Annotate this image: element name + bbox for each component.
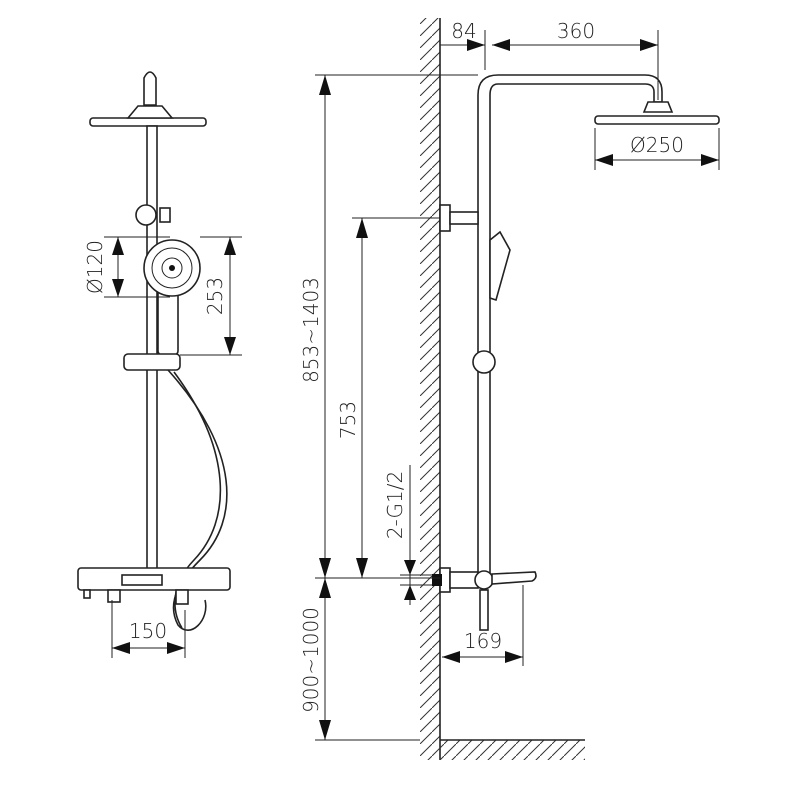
mixer-valve	[474, 570, 494, 590]
head-neck	[642, 101, 674, 113]
floor-hatching	[420, 740, 585, 760]
shower-head-stem	[143, 71, 157, 106]
dim-bracket-height: 753	[336, 401, 360, 439]
shower-head	[89, 117, 207, 127]
dim-wall-offset: 84	[451, 19, 476, 43]
shower-head-side	[594, 115, 720, 125]
dim-inlet-thread: 2-G1/2	[383, 471, 407, 539]
side-view: 84 360 Ø250 853~1403 753 2-G1/2	[299, 18, 720, 760]
outlet-pipe	[479, 589, 489, 631]
dim-total-height: 853~1403	[299, 277, 323, 383]
wall-bracket	[135, 204, 157, 226]
dim-arm-length: 360	[557, 19, 595, 43]
inlet-left	[107, 589, 121, 603]
spout	[491, 571, 537, 585]
dim-handset-diameter: Ø120	[83, 240, 107, 294]
bracket-arm	[449, 211, 479, 225]
riser-rod	[146, 125, 158, 571]
inlet-elbow	[449, 571, 479, 589]
shower-head-neck	[126, 105, 174, 119]
slider-side	[472, 350, 496, 374]
mixer-shelf	[121, 574, 163, 586]
dim-spout-length: 169	[464, 629, 502, 653]
dim-mount-height: 900~1000	[299, 607, 323, 713]
mixer-knob	[83, 589, 91, 599]
handset-side	[489, 230, 511, 302]
wall-hatching	[420, 18, 440, 740]
slider	[123, 353, 181, 371]
dim-handset-height: 253	[203, 277, 227, 315]
dim-inlet-spacing: 150	[129, 619, 167, 643]
inlet-right	[175, 589, 189, 605]
wall-bracket-side	[439, 204, 451, 232]
bracket-knob	[159, 207, 171, 223]
dim-head-diameter: Ø250	[630, 133, 684, 157]
front-view: Ø120 253 150	[77, 71, 242, 658]
